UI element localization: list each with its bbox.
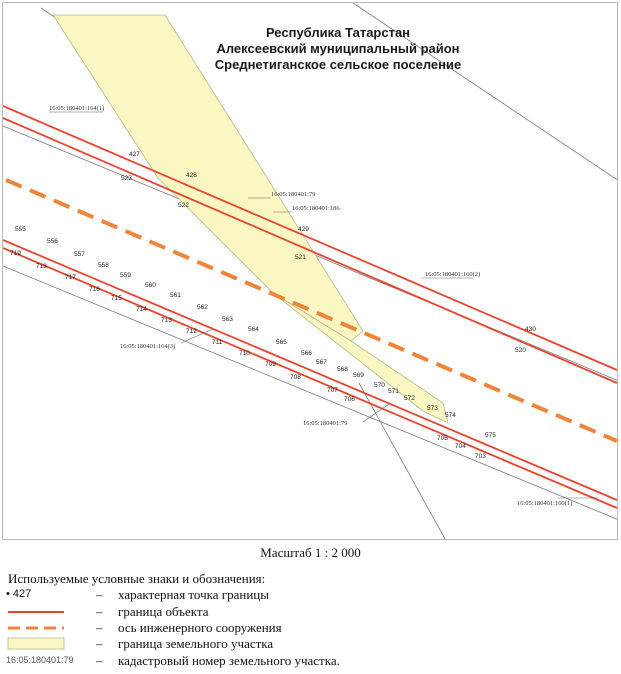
legend-dash: – — [96, 604, 103, 619]
boundary-point-571: 571 — [388, 388, 399, 395]
boundary-point-715: 715 — [111, 295, 122, 302]
boundary-point-556: 556 — [47, 238, 58, 245]
cadastral-leader — [362, 403, 390, 423]
cadastral-label-c1: 16:05:180401:164(1) — [49, 105, 104, 112]
boundary-point-564: 564 — [248, 326, 259, 333]
legend-dash: – — [96, 620, 103, 635]
title-settlement: Среднетиганское сельское поселение — [214, 57, 462, 72]
boundary-point-711: 711 — [212, 339, 223, 346]
legend-item-boundary-point: • 427 – характерная точка границы — [6, 587, 606, 603]
boundary-point-710: 710 — [239, 350, 250, 357]
boundary-point-713: 713 — [161, 317, 172, 324]
legend-text: ось инженерного сооружения — [118, 620, 282, 635]
boundary-point-559: 559 — [120, 272, 131, 279]
boundary-point-429: 429 — [298, 226, 309, 233]
boundary-point-558: 558 — [98, 262, 109, 269]
boundary-point-718: 718 — [36, 263, 47, 270]
map-scale: Масштаб 1 : 2 000 — [260, 545, 361, 560]
boundary-point-427: 427 — [129, 151, 140, 158]
title-republic: Республика Татарстан — [265, 25, 411, 40]
object-boundary-line — [3, 105, 617, 371]
boundary-point-705: 705 — [437, 435, 448, 442]
map-frame: 16:05:180401:164(1) 16:05:180401:79 16:05:… — [2, 2, 618, 540]
boundary-point-707: 707 — [327, 387, 338, 394]
engineering-axis-line — [5, 178, 617, 443]
boundary-point-574: 574 — [445, 412, 456, 419]
legend-text: граница земельного участка — [118, 636, 274, 651]
legend-text: граница объекта — [118, 604, 209, 619]
legend-symbol-point: • 427 — [6, 588, 32, 600]
cadastral-label-c5: 16:05:180401:164(3) — [120, 343, 175, 350]
legend-heading: Используемые условные знаки и обозначени… — [8, 571, 266, 586]
boundary-point-716: 716 — [89, 286, 100, 293]
boundary-point-520: 520 — [515, 347, 526, 354]
boundary-point-562: 562 — [197, 304, 208, 311]
boundary-point-568: 568 — [337, 366, 348, 373]
boundary-point-712: 712 — [186, 328, 197, 335]
legend-dash: – — [96, 636, 103, 651]
boundary-point-522: 522 — [178, 202, 189, 209]
boundary-point-719: 719 — [10, 250, 21, 257]
boundary-point-563: 563 — [222, 316, 233, 323]
object-boundary-line — [3, 117, 617, 384]
grey-boundary-line — [352, 3, 617, 181]
grey-boundary-line — [358, 382, 446, 539]
boundary-point-570: 570 — [374, 382, 385, 389]
legend-dash: – — [96, 653, 103, 668]
legend-symbol-dashed-line — [8, 626, 64, 630]
legend-dash: – — [96, 587, 103, 602]
cadastral-leader — [180, 328, 214, 344]
legend-symbol-yellow-fill — [7, 637, 65, 650]
legend-item-object-boundary: – граница объекта — [6, 604, 606, 620]
boundary-point-561: 561 — [170, 292, 181, 299]
object-boundary-line — [3, 239, 617, 501]
legend-symbol-cadastral: 16:05:180401:79 — [6, 655, 74, 665]
grey-boundary-line — [3, 265, 617, 520]
boundary-point-569: 569 — [353, 372, 364, 379]
object-boundary-line — [3, 247, 617, 509]
boundary-point-706: 706 — [344, 396, 355, 403]
boundary-point-714: 714 — [136, 306, 147, 313]
legend-text: кадастровый номер земельного участка. — [118, 653, 340, 668]
legend-symbol-red-line — [8, 611, 64, 613]
cadastral-label-c3: 16:05:180401:186 — [292, 205, 340, 212]
boundary-point-704: 704 — [455, 443, 466, 450]
cadastral-label-c4: 16:05:180401:160(2) — [425, 271, 480, 278]
map-canvas: 16:05:180401:164(1) 16:05:180401:79 16:05:… — [3, 3, 617, 539]
boundary-point-575: 575 — [485, 432, 496, 439]
legend-item-engineering-axis: – ось инженерного сооружения — [6, 620, 606, 636]
boundary-point-573: 573 — [427, 405, 438, 412]
boundary-point-430: 430 — [525, 326, 536, 333]
boundary-point-555: 555 — [15, 226, 26, 233]
boundary-point-523: 523 — [121, 175, 132, 182]
boundary-point-557: 557 — [74, 251, 85, 258]
boundary-point-567: 567 — [316, 359, 327, 366]
boundary-point-521: 521 — [295, 254, 306, 261]
land-plot-parcel-lower — [272, 292, 449, 424]
legend-item-cadastral-number: 16:05:180401:79 – кадастровый номер земе… — [6, 653, 606, 669]
boundary-point-565: 565 — [276, 339, 287, 346]
boundary-point-566: 566 — [301, 350, 312, 357]
legend-text: характерная точка границы — [118, 587, 269, 602]
boundary-point-572: 572 — [404, 395, 415, 402]
boundary-point-708: 708 — [290, 374, 301, 381]
boundary-point-709: 709 — [265, 361, 276, 368]
boundary-point-703: 703 — [475, 453, 486, 460]
boundary-point-560: 560 — [145, 282, 156, 289]
cadastral-label-c6: 16:05:180401:79 — [303, 420, 347, 427]
title-district: Алексеевский муниципальный район — [216, 41, 460, 56]
cadastral-label-c7: 16:05:180401:160(1) — [517, 500, 572, 507]
cadastral-label-c2: 16:05:180401:79 — [271, 191, 315, 198]
legend-item-land-plot: – граница земельного участка — [6, 636, 606, 652]
boundary-point-428: 428 — [186, 172, 197, 179]
boundary-point-717: 717 — [65, 274, 76, 281]
